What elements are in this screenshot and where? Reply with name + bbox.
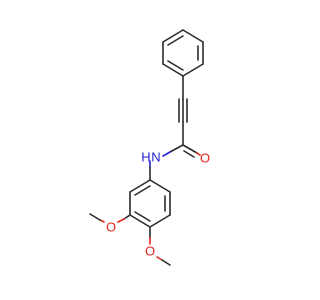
bond: [129, 214, 151, 228]
bond: [89, 213, 101, 221]
bond: [162, 151, 171, 157]
methoxy-oxygen-lower-label: O: [145, 244, 155, 259]
bond: [129, 179, 151, 193]
chemical-structure-diagram: O N H O O: [89, 29, 210, 266]
methoxy-substituent-lower: [149, 226, 171, 266]
bond: [196, 152, 201, 156]
bond: [167, 35, 184, 46]
alkyne-triple-bond: [178, 75, 188, 146]
bond: [161, 259, 171, 266]
bond: [182, 63, 204, 77]
bond: [117, 218, 125, 223]
bond: [156, 256, 163, 261]
bond: [167, 60, 184, 71]
bond: [123, 214, 131, 220]
bond: [183, 150, 195, 158]
carbonyl-oxygen-label: O: [200, 151, 210, 166]
bond: [162, 29, 184, 43]
bond: [134, 185, 151, 196]
bond: [149, 179, 171, 193]
bond: [182, 144, 198, 154]
bond: [182, 29, 204, 43]
bond: [149, 214, 171, 228]
bond: [134, 211, 151, 222]
phenyl-ring: [162, 29, 204, 77]
methoxy-substituent-upper: [89, 213, 131, 223]
bond: [162, 63, 184, 77]
methoxy-oxygen-upper-label: O: [106, 220, 116, 235]
amide-nitrogen-label: N: [151, 150, 160, 165]
dimethoxyphenyl-ring: [129, 179, 171, 228]
bond: [169, 144, 184, 153]
amide-hydrogen-label: H: [141, 150, 150, 165]
amide-group: [149, 144, 201, 181]
